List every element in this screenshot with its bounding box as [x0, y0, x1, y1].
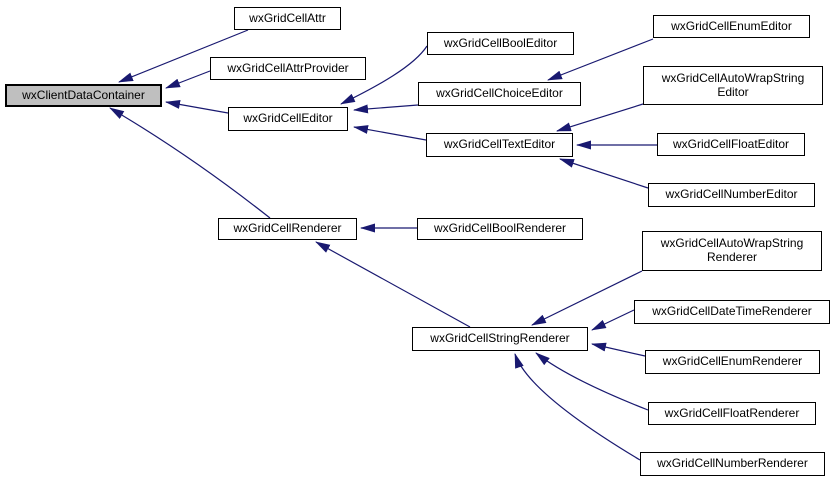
node-wxGridCellNumberEditor[interactable]: wxGridCellNumberEditor — [648, 183, 815, 207]
node-wxGridCellDateTimeRenderer[interactable]: wxGridCellDateTimeRenderer — [634, 300, 830, 324]
edge-wxGridCellChoiceEditor-to-wxGridCellEditor — [353, 104, 419, 114]
edge-wxGridCellFloatRenderer-to-wxGridCellStringRenderer — [535, 352, 649, 411]
node-wxGridCellFloatEditor[interactable]: wxGridCellFloatEditor — [657, 133, 805, 156]
node-wxGridCellNumberRenderer[interactable]: wxGridCellNumberRenderer — [640, 452, 825, 476]
node-wxClientDataContainer: wxClientDataContainer — [5, 84, 162, 107]
edge-wxGridCellAttr-to-wxClientDataContainer — [118, 29, 249, 83]
node-wxGridCellStringRenderer[interactable]: wxGridCellStringRenderer — [412, 327, 588, 351]
node-wxGridCellBoolRenderer[interactable]: wxGridCellBoolRenderer — [417, 218, 583, 240]
edge-wxGridCellDateTimeRenderer-to-wxGridCellStringRenderer — [591, 309, 635, 331]
edge-wxGridCellAutoWrapStringEditor-to-wxGridCellTextEditor — [556, 103, 644, 132]
node-wxGridCellAttr[interactable]: wxGridCellAttr — [234, 7, 341, 30]
node-wxGridCellChoiceEditor[interactable]: wxGridCellChoiceEditor — [418, 82, 581, 106]
edge-wxGridCellAttrProvider-to-wxClientDataContainer — [165, 70, 211, 89]
edge-wxGridCellStringRenderer-to-wxGridCellRenderer — [315, 241, 471, 328]
edge-wxGridCellAutoWrapStringRenderer-to-wxGridCellStringRenderer — [531, 270, 643, 326]
edge-wxGridCellEnumEditor-to-wxGridCellChoiceEditor — [547, 38, 654, 81]
node-wxGridCellAutoWrapStringEditor[interactable]: wxGridCellAutoWrapString Editor — [643, 66, 823, 105]
node-wxGridCellEnumRenderer[interactable]: wxGridCellEnumRenderer — [645, 350, 820, 374]
edge-wxGridCellNumberRenderer-to-wxGridCellStringRenderer — [514, 353, 641, 461]
edge-wxGridCellEnumRenderer-to-wxGridCellStringRenderer — [591, 342, 646, 357]
node-wxGridCellRenderer[interactable]: wxGridCellRenderer — [218, 218, 357, 240]
edge-wxGridCellEditor-to-wxClientDataContainer — [165, 100, 229, 114]
node-wxGridCellAutoWrapStringRenderer[interactable]: wxGridCellAutoWrapString Renderer — [642, 231, 822, 271]
edge-wxGridCellNumberEditor-to-wxGridCellTextEditor — [559, 158, 649, 189]
node-wxGridCellFloatRenderer[interactable]: wxGridCellFloatRenderer — [648, 402, 816, 425]
edge-wxGridCellBoolEditor-to-wxGridCellEditor — [340, 45, 428, 105]
node-wxGridCellEnumEditor[interactable]: wxGridCellEnumEditor — [653, 15, 810, 38]
node-wxGridCellAttrProvider[interactable]: wxGridCellAttrProvider — [210, 57, 366, 80]
node-wxGridCellBoolEditor[interactable]: wxGridCellBoolEditor — [427, 32, 574, 55]
node-wxGridCellTextEditor[interactable]: wxGridCellTextEditor — [426, 133, 573, 157]
edge-wxGridCellTextEditor-to-wxGridCellEditor — [353, 125, 427, 141]
edge-wxGridCellRenderer-to-wxClientDataContainer — [109, 107, 271, 219]
node-wxGridCellEditor[interactable]: wxGridCellEditor — [228, 107, 348, 131]
